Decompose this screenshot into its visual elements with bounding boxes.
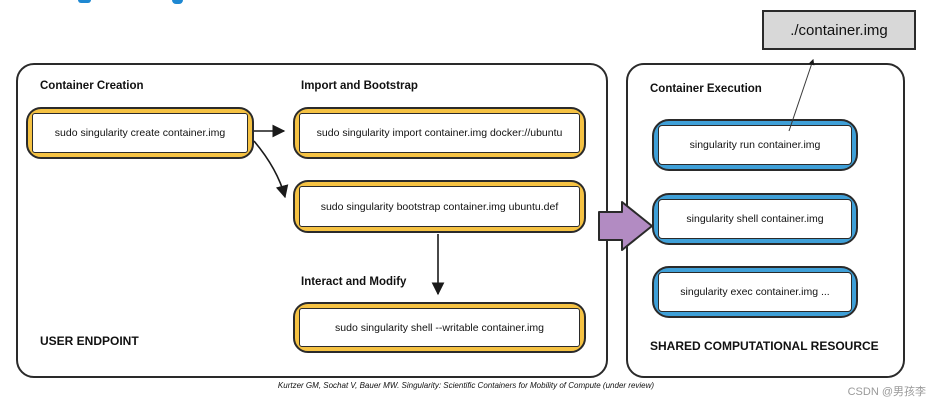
command-box-create: sudo singularity create container.img <box>26 107 254 159</box>
cropped-heading-fragment <box>172 0 183 4</box>
command-text-shell: singularity shell container.img <box>658 199 852 239</box>
command-box-run: singularity run container.img <box>652 119 858 171</box>
csdn-watermark: CSDN @男孩李 <box>847 386 926 398</box>
command-box-import: sudo singularity import container.img do… <box>293 107 586 159</box>
command-text-run: singularity run container.img <box>658 125 852 165</box>
command-box-bootstrap: sudo singularity bootstrap container.img… <box>293 180 586 233</box>
command-box-shell: singularity shell container.img <box>652 193 858 245</box>
shared-resource-label: SHARED COMPUTATIONAL RESOURCE <box>650 339 879 353</box>
command-box-shell-writable: sudo singularity shell --writable contai… <box>293 302 586 353</box>
section-title-interact-and-modify: Interact and Modify <box>301 276 407 288</box>
user-endpoint-label: USER ENDPOINT <box>40 334 139 348</box>
command-text-import: sudo singularity import container.img do… <box>299 113 580 153</box>
command-text-bootstrap: sudo singularity bootstrap container.img… <box>299 186 580 227</box>
command-text-shell-writable: sudo singularity shell --writable contai… <box>299 308 580 347</box>
citation-text: Kurtzer GM, Sochat V, Bauer MW. Singular… <box>277 381 655 390</box>
section-title-container-execution: Container Execution <box>650 83 762 95</box>
cropped-heading-fragment <box>78 0 91 3</box>
section-title-import-and-bootstrap: Import and Bootstrap <box>301 80 418 92</box>
command-box-exec: singularity exec container.img ... <box>652 266 858 318</box>
command-text-exec: singularity exec container.img ... <box>658 272 852 312</box>
command-text-create: sudo singularity create container.img <box>32 113 248 153</box>
section-title-container-creation: Container Creation <box>40 80 144 92</box>
container-img-file-label: ./container.img <box>762 10 916 50</box>
